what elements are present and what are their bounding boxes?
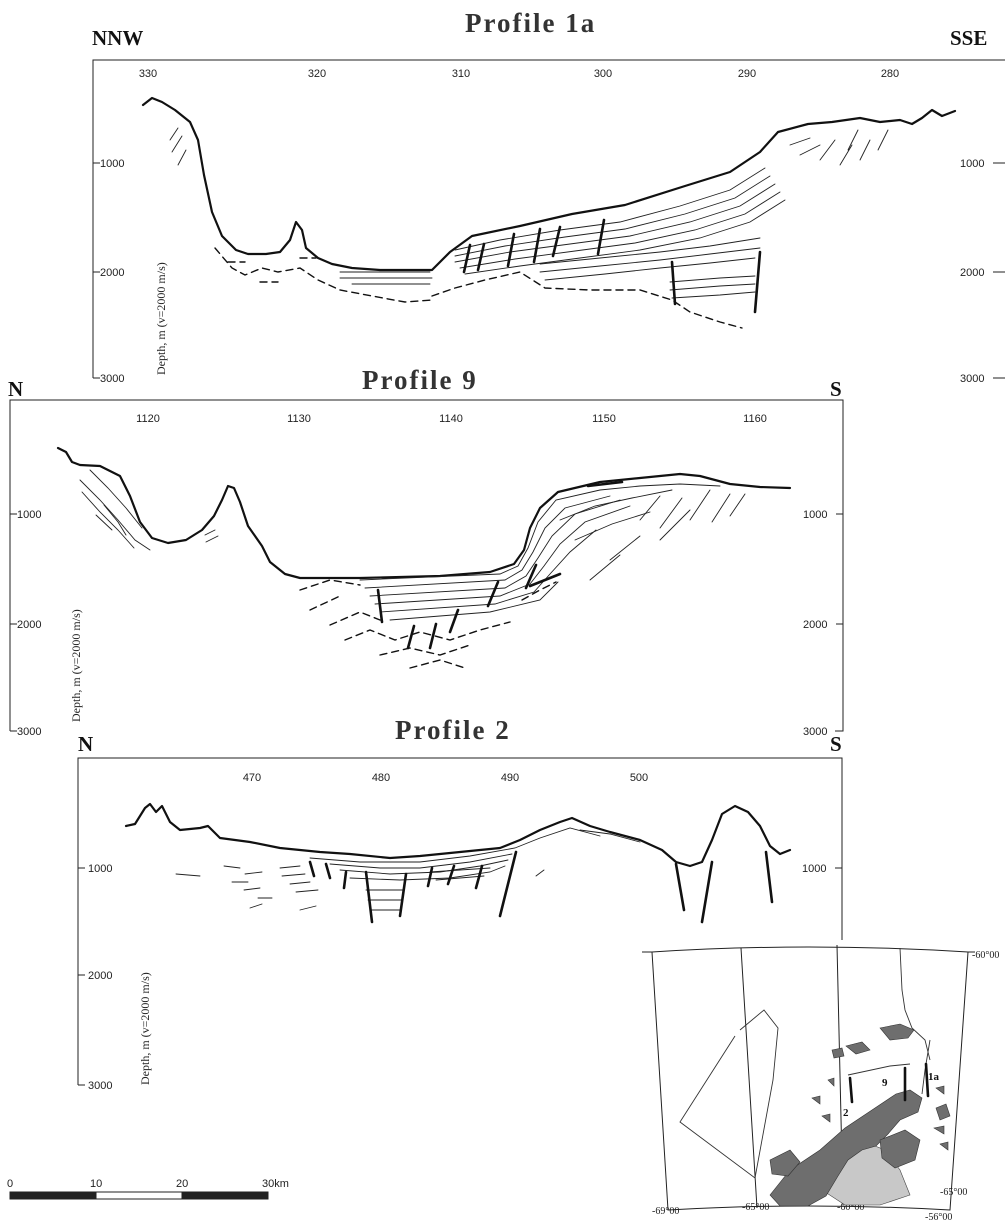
profile-1a-reflectors	[169, 127, 889, 299]
x-tick-label: 290	[738, 68, 756, 80]
map-track-label: 9	[882, 1077, 888, 1089]
map-lat-label: -65°00	[940, 1187, 967, 1198]
x-tick-label: 310	[452, 68, 470, 80]
map-lon-label: -69°00	[652, 1206, 679, 1217]
profile-9-ylabel: Depth, m (v=2000 m/s)	[69, 609, 83, 722]
scale-bar-label: 30km	[262, 1178, 289, 1190]
profile-9-dashed-base	[299, 579, 557, 669]
profile-1a-dashed-base	[214, 247, 743, 329]
profile-1a: Profile 1a NNW SSE 330 320 310 300 290 2…	[92, 8, 1005, 385]
profile-2-x-ticks: 470 480 490 500	[243, 772, 648, 784]
x-tick-label: 300	[594, 68, 612, 80]
x-tick-label: 1150	[592, 413, 616, 425]
x-tick-label: 320	[308, 68, 326, 80]
profile-2-left-axis-ticks	[78, 867, 85, 1086]
map-track-label: 1a	[928, 1071, 940, 1083]
profile-2-faults	[308, 850, 774, 924]
y-tick-label: 2000	[960, 267, 984, 279]
x-tick-label: 1160	[743, 413, 767, 425]
profile-1a-direction-right: SSE	[950, 26, 987, 50]
profile-1a-ylabel: Depth, m (v=2000 m/s)	[154, 262, 168, 375]
profile-2-y-tick-right: 1000	[802, 863, 826, 875]
y-tick-label: 3000	[88, 1080, 112, 1092]
profile-1a-y-ticks-right: 1000 2000 3000	[960, 158, 1005, 385]
x-tick-label: 1130	[287, 413, 311, 425]
scale-bar-label: 20	[176, 1178, 188, 1190]
scale-bar-label: 10	[90, 1178, 102, 1190]
profile-2-direction-left: N	[78, 732, 93, 756]
profile-2-title: Profile 2	[395, 715, 511, 745]
profile-9-y-ticks-right: 1000 2000 3000	[803, 509, 827, 738]
profile-9-seafloor	[56, 446, 792, 580]
map-track-label: 2	[843, 1107, 849, 1119]
profile-9-faults	[376, 480, 624, 650]
scale-bar: 0 10 20 30km	[7, 1178, 289, 1200]
profile-1a-x-ticks: 330 320 310 300 290 280	[139, 68, 899, 80]
map-ship-track	[679, 947, 931, 1179]
y-tick-label: 3000	[960, 373, 984, 385]
profile-2-reflectors	[175, 827, 641, 911]
x-tick-label: 500	[630, 772, 648, 784]
profile-1a-y-ticks-left: 1000 2000 3000	[100, 158, 124, 385]
map-graticule	[642, 944, 975, 1209]
x-tick-label: 280	[881, 68, 899, 80]
profile-9-reflectors	[79, 469, 746, 621]
profile-2-y-ticks-left: 1000 2000 3000	[88, 863, 112, 1092]
profile-9-title: Profile 9	[362, 365, 478, 395]
scale-bar-segment	[181, 1191, 269, 1200]
profile-1a-title: Profile 1a	[465, 8, 596, 38]
scale-bar-segment	[95, 1191, 183, 1200]
profile-2-direction-right: S	[830, 732, 842, 756]
profile-9-left-axis-ticks	[10, 513, 17, 732]
profile-9-x-ticks: 1120 1130 1140 1150 1160	[136, 413, 767, 425]
x-tick-label: 490	[501, 772, 519, 784]
map-lat-label: -60°00	[972, 950, 999, 961]
y-tick-label: 3000	[803, 726, 827, 738]
x-tick-label: 470	[243, 772, 261, 784]
x-tick-label: 480	[372, 772, 390, 784]
x-tick-label: 1140	[439, 413, 463, 425]
y-tick-label: 3000	[17, 726, 41, 738]
y-tick-label: 3000	[100, 373, 124, 385]
profile-9-direction-left: N	[8, 377, 23, 401]
profile-9: Profile 9 N S 1120 1130 1140 1150 1160 1…	[8, 365, 844, 738]
profile-2-seafloor	[124, 802, 792, 868]
map-lon-label: -60°00	[837, 1202, 864, 1213]
x-tick-label: 1120	[136, 413, 160, 425]
profile-9-y-ticks-left: 1000 2000 3000	[17, 509, 41, 738]
profile-1a-left-axis-ticks	[93, 162, 100, 379]
y-tick-label: 2000	[803, 619, 827, 631]
x-tick-label: 330	[139, 68, 157, 80]
profile-1a-direction-left: NNW	[92, 26, 143, 50]
y-tick-label: 1000	[960, 158, 984, 170]
profile-2-frame	[77, 757, 843, 1085]
scale-bar-segment	[9, 1191, 97, 1200]
y-tick-label: 1000	[17, 509, 41, 521]
y-tick-label: 2000	[88, 970, 112, 982]
profile-9-right-axis-ticks	[836, 513, 843, 625]
y-tick-label: 1000	[803, 509, 827, 521]
profile-1a-seafloor	[141, 96, 957, 272]
profile-1a-faults	[462, 218, 762, 314]
y-tick-label: 1000	[88, 863, 112, 875]
y-tick-label: 1000	[100, 158, 124, 170]
profile-9-frame	[9, 399, 844, 732]
map-lon-label: -65°00	[742, 1202, 769, 1213]
scale-bar-label: 0	[7, 1178, 13, 1190]
map-lon-label: -56°00	[925, 1212, 952, 1220]
map-frame	[651, 946, 969, 1211]
profile-2-ylabel: Depth, m (v=2000 m/s)	[138, 972, 152, 1085]
location-map: -60°00 -65°00 -69°00 -65°00 -60°00 -56°0…	[642, 944, 999, 1220]
y-tick-label: 2000	[100, 267, 124, 279]
y-tick-label: 2000	[17, 619, 41, 631]
right-axis-ticks	[993, 162, 1005, 273]
map-land	[769, 1023, 951, 1207]
profile-2: Profile 2 N S 470 480 490 500 1000 2000 …	[77, 715, 843, 1092]
profile-9-direction-right: S	[830, 377, 842, 401]
map-profile-tracks	[848, 1062, 930, 1104]
